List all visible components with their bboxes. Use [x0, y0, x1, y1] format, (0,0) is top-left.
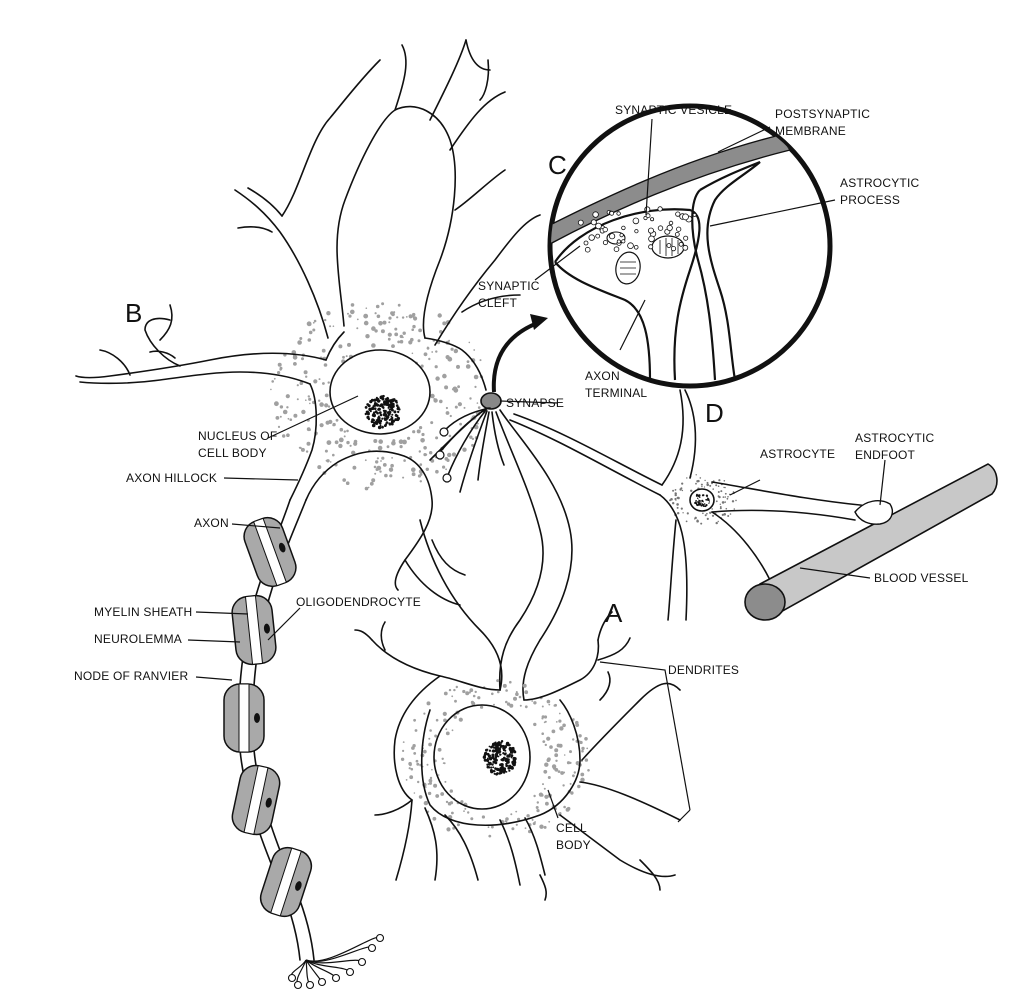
- label-nucleus-1: NUCLEUS OF: [198, 429, 277, 443]
- neuron-b: [75, 39, 541, 691]
- label-astrocytic-process-2: PROCESS: [840, 193, 900, 207]
- label-postsynaptic-2: MEMBRANE: [775, 124, 846, 138]
- label-cell-body-1: CELL: [556, 821, 587, 835]
- panel-label-a: A: [605, 598, 623, 628]
- label-nucleus-2: CELL BODY: [198, 446, 267, 460]
- label-astrocytic-endfoot-2: ENDFOOT: [855, 448, 916, 462]
- label-axon-terminal-2: TERMINAL: [585, 386, 647, 400]
- label-synapse: SYNAPSE: [506, 396, 564, 410]
- astrocyte-granules: [669, 474, 737, 525]
- astrocyte-d: [509, 389, 891, 621]
- nucleus-b-chromatin: [364, 394, 401, 430]
- label-node-of-ranvier: NODE OF RANVIER: [74, 669, 188, 683]
- synapse-inset: [547, 103, 833, 389]
- myelin-segments: [223, 516, 313, 918]
- panel-label-c: C: [548, 150, 567, 180]
- label-myelin-sheath: MYELIN SHEATH: [94, 605, 192, 619]
- neuron-a: [354, 611, 691, 901]
- panel-label-d: D: [705, 398, 724, 428]
- panel-label-b: B: [125, 298, 142, 328]
- synapse-marker: [480, 392, 502, 410]
- label-cell-body-2: BODY: [556, 838, 591, 852]
- astrocyte-nucleus: [694, 493, 711, 508]
- neuron-a-granules: [400, 679, 590, 838]
- synapse-region: [435, 314, 573, 701]
- label-axon-terminal-1: AXON: [585, 369, 620, 383]
- label-astrocytic-process-1: ASTROCYTIC: [840, 176, 919, 190]
- label-postsynaptic-1: POSTSYNAPTIC: [775, 107, 870, 121]
- label-axon: AXON: [194, 516, 229, 530]
- neuron-b-granules: [270, 302, 491, 491]
- synaptic-vesicles: [577, 206, 697, 253]
- label-synaptic-cleft-1: SYNAPTIC: [478, 279, 540, 293]
- label-neurolemma: NEUROLEMMA: [94, 632, 182, 646]
- labels: B C D A SYNAPTIC VESICLE POSTSYNAPTIC ME…: [74, 103, 969, 852]
- label-oligodendrocyte: OLIGODENDROCYTE: [296, 595, 421, 609]
- nucleus-a-chromatin: [482, 740, 517, 776]
- blood-vessel: [744, 463, 998, 621]
- label-dendrites: DENDRITES: [668, 663, 739, 677]
- label-synaptic-cleft-2: CLEFT: [478, 296, 517, 310]
- label-blood-vessel: BLOOD VESSEL: [874, 571, 969, 585]
- label-astrocyte: ASTROCYTE: [760, 447, 835, 461]
- label-synaptic-vesicle: SYNAPTIC VESICLE: [615, 103, 732, 117]
- axon-terminals: [287, 933, 385, 990]
- leader-lines: [187, 118, 886, 819]
- myelinated-axon: [223, 499, 385, 990]
- label-axon-hillock: AXON HILLOCK: [126, 471, 217, 485]
- label-astrocytic-endfoot-1: ASTROCYTIC: [855, 431, 934, 445]
